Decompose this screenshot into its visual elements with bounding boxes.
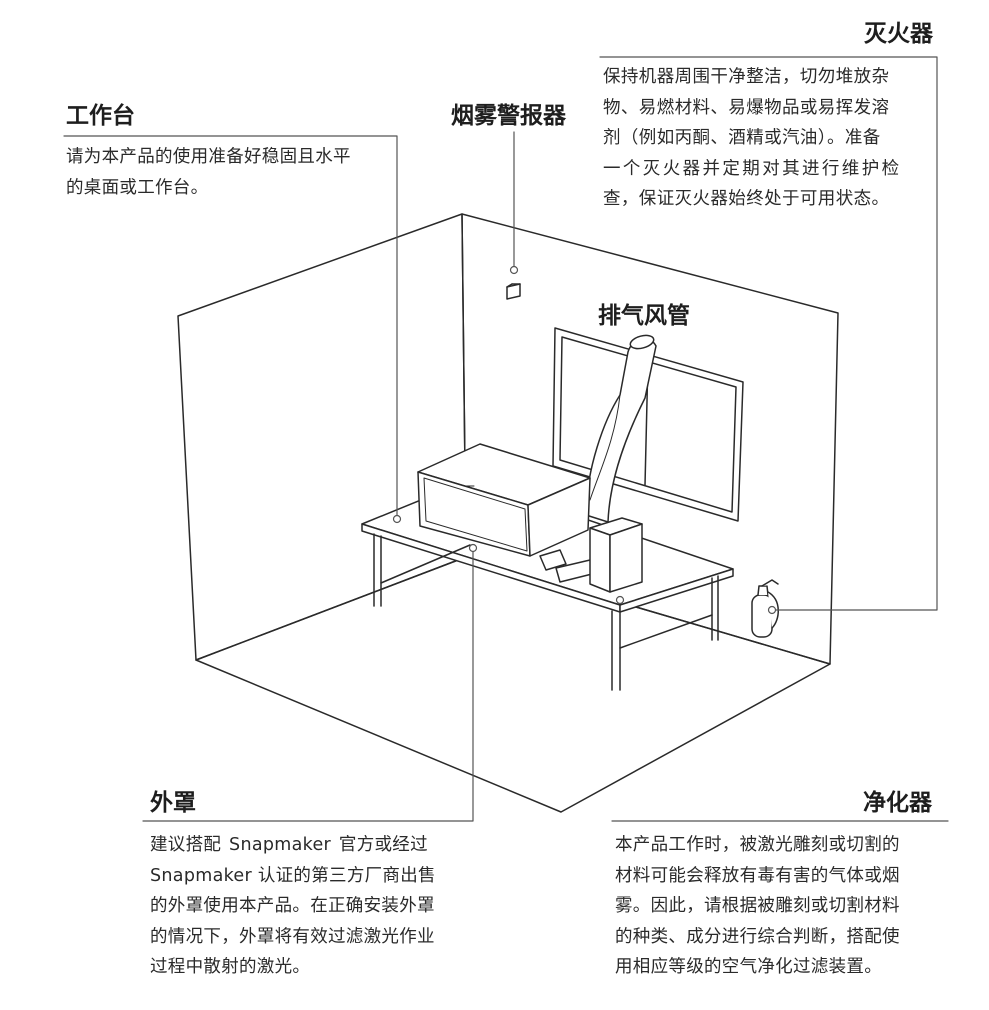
workbench-line: 请为本产品的使用准备好稳固且水平 bbox=[66, 147, 351, 167]
purifier-description: 本产品工作时，被激光雕刻或切割的 材料可能会释放有毒有害的气体或烟 雾。因此，请… bbox=[615, 830, 900, 983]
room-left-wall bbox=[177, 213, 467, 661]
enclosure-title: 外罩 bbox=[150, 790, 196, 816]
fire-extinguisher-line: 物、易燃材料、易爆物品或易挥发溶 bbox=[603, 97, 890, 118]
enclosure-line: 过程中散射的激光。 bbox=[150, 957, 311, 977]
fire-extinguisher-description: 保持机器周围干净整洁，切勿堆放杂 物、易燃材料、易爆物品或易挥发溶 剂（例如丙酮… bbox=[603, 62, 902, 215]
air-purifier bbox=[589, 517, 643, 593]
fire-extinguisher-line: 保持机器周围干净整洁，切勿堆放杂 bbox=[603, 67, 890, 87]
fire-extinguisher-title: 灭火器 bbox=[864, 21, 933, 47]
leader-lines bbox=[63, 56, 949, 822]
enclosure-line: 建议搭配 Snapmaker 官方或经过 bbox=[150, 835, 428, 855]
room-floor bbox=[195, 556, 831, 813]
leader-fire-extinguisher bbox=[599, 56, 938, 611]
workbench-line: 的桌面或工作台。 bbox=[66, 177, 209, 198]
exhaust-duct-title: 排气风管 bbox=[598, 303, 690, 329]
purifier-title: 净化器 bbox=[863, 790, 932, 816]
smoke-alarm-title: 烟雾警报器 bbox=[451, 103, 566, 129]
purifier-line: 本产品工作时，被激光雕刻或切割的 bbox=[615, 835, 900, 855]
enclosure-line: 的外罩使用本产品。在正确安装外罩 bbox=[150, 896, 435, 916]
workbench-description: 请为本产品的使用准备好稳固且水平 的桌面或工作台。 bbox=[66, 142, 351, 203]
fire-extinguisher-line: 查，保证灭火器始终处于可用状态。 bbox=[603, 189, 890, 209]
purifier-line: 用相应等级的空气净化过滤装置。 bbox=[615, 957, 882, 977]
purifier-line: 雾。因此，请根据被雕刻或切割材料 bbox=[615, 896, 900, 916]
purifier-line: 材料可能会释放有毒有害的气体或烟 bbox=[615, 865, 900, 886]
workbench-title: 工作台 bbox=[66, 103, 135, 129]
enclosure bbox=[417, 443, 591, 557]
leader-enclosure bbox=[142, 547, 474, 822]
fire-extinguisher-line: 剂（例如丙酮、酒精或汽油）。准备 bbox=[603, 128, 881, 148]
enclosure-line: 的情况下，外罩将有效过滤激光作业 bbox=[150, 926, 435, 947]
purifier-line: 的种类、成分进行综合判断，搭配使 bbox=[615, 926, 900, 947]
exhaust-duct bbox=[585, 334, 657, 523]
enclosure-line: Snapmaker 认证的第三方厂商出售 bbox=[150, 865, 436, 886]
leader-anchors bbox=[392, 265, 777, 615]
leader-workbench bbox=[63, 135, 398, 519]
smoke-alarm-icon bbox=[506, 283, 521, 300]
fire-extinguisher-line: 一个灭火器并定期对其进行维护检 bbox=[603, 158, 902, 179]
enclosure-description: 建议搭配 Snapmaker 官方或经过 Snapmaker 认证的第三方厂商出… bbox=[150, 830, 436, 983]
controller bbox=[539, 549, 593, 583]
